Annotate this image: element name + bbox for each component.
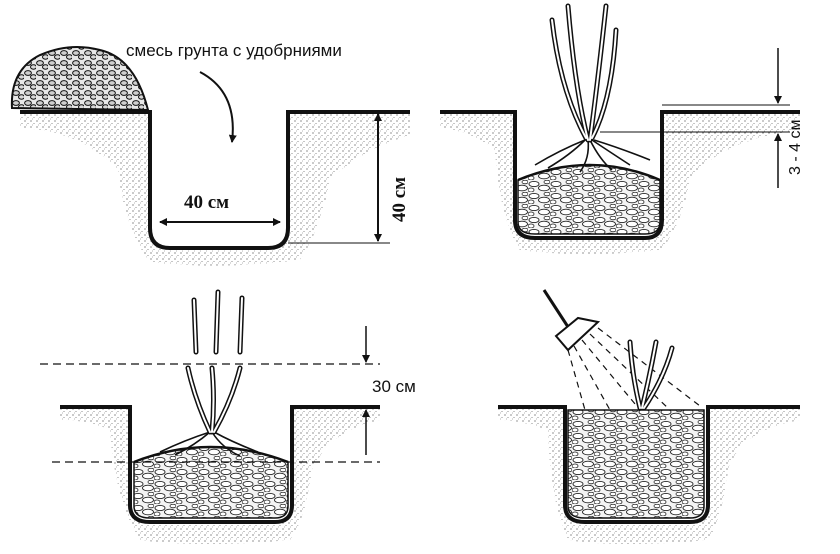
roots	[159, 431, 259, 457]
water-streams	[567, 327, 701, 411]
drainage-stones	[517, 164, 661, 235]
pit-outline	[60, 405, 380, 524]
soil-mix-label: смесь грунта с удобрниями	[126, 41, 342, 60]
pit-outline	[440, 110, 800, 240]
watering-can-icon	[554, 316, 601, 352]
prune-height-label: 30 см	[372, 377, 416, 396]
panel-empty-pit	[10, 45, 410, 266]
panel-watering	[498, 289, 800, 544]
soil-fill	[567, 409, 705, 519]
soil-mound	[10, 45, 150, 112]
root-collar-label: 3 - 4 см	[787, 120, 804, 175]
soil-texture	[498, 407, 800, 544]
watering-spout	[542, 289, 572, 331]
pit-outline	[20, 110, 410, 250]
width-label: 40 см	[184, 192, 229, 213]
curved-arrow-icon	[199, 71, 237, 143]
panel-planted	[440, 3, 800, 254]
roots	[534, 139, 651, 173]
soil-texture	[60, 407, 380, 544]
depth-label: 40 см	[389, 177, 410, 222]
soil-texture	[20, 112, 410, 266]
drainage-stones	[133, 446, 289, 519]
pit-outline	[498, 405, 800, 524]
soil-texture	[440, 112, 800, 254]
panel-pruning	[40, 289, 380, 544]
